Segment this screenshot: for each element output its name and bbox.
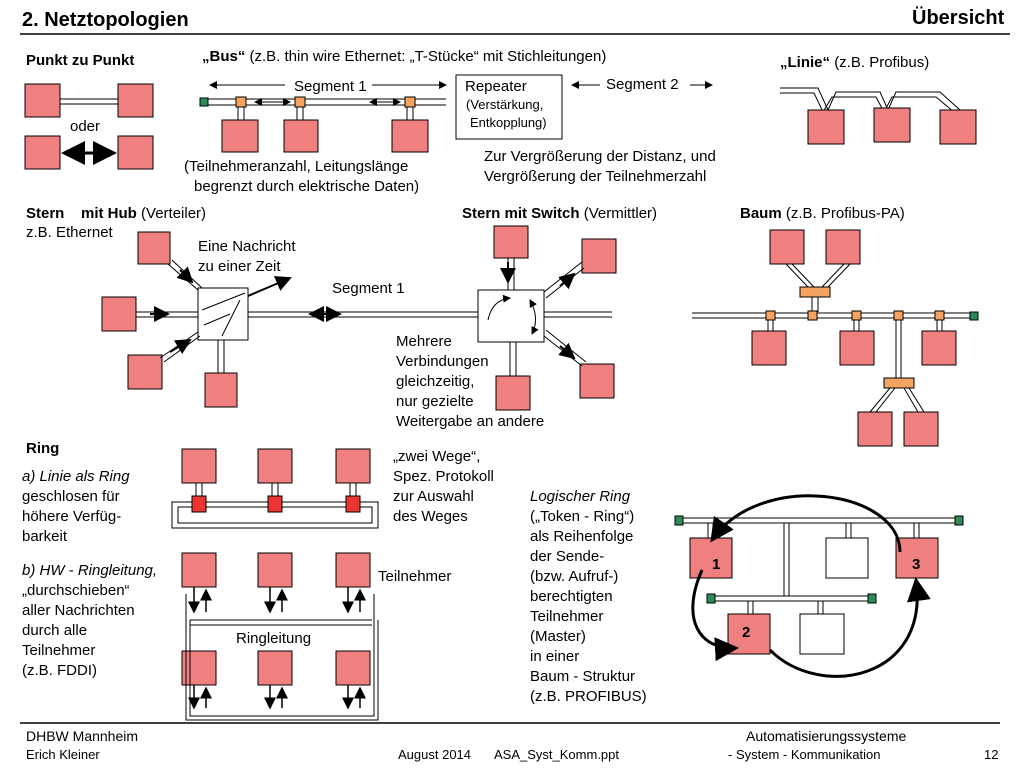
- page-title: 2. Netztopologien: [22, 9, 189, 31]
- footer-date: August 2014: [398, 747, 472, 762]
- bus-drops: [221, 96, 429, 153]
- footer-course1: Automatisierungssysteme: [746, 728, 907, 744]
- tree-diagram: [692, 229, 979, 447]
- bus-terminator: [199, 97, 209, 107]
- logring-line: (Master): [530, 628, 586, 645]
- p2p-node: [117, 135, 154, 170]
- hub-node: [101, 296, 137, 332]
- repeater-label: Repeater: [465, 78, 527, 95]
- bus-segment2: Segment 2: [606, 76, 679, 93]
- hub-box: [197, 287, 249, 341]
- bus-note1: (Teilnehmeranzahl, Leitungslänge: [184, 158, 409, 175]
- linie-title: „Linie“ (z.B. Profibus): [780, 54, 930, 71]
- bus-distance2: Vergrößerung der Teilnehmerzahl: [484, 168, 707, 185]
- teilnehmer-label: Teilnehmer: [378, 568, 452, 585]
- zwei-line: Spez. Protokoll: [393, 468, 494, 485]
- footer-file: ASA_Syst_Komm.ppt: [494, 747, 619, 762]
- stern-switch-title: Stern mit Switch (Vermittler): [462, 205, 658, 222]
- repeater-sub2: Entkopplung): [470, 115, 547, 130]
- repeater-sub1: (Verstärkung,: [466, 97, 544, 112]
- ring-a-title: a) Linie als Ring: [22, 468, 130, 485]
- bus-segment1: Segment 1: [294, 78, 367, 95]
- switch-line: Mehrere: [396, 333, 452, 350]
- logring-line: als Reihenfolge: [530, 528, 634, 545]
- stern-hub-example: z.B. Ethernet: [26, 224, 113, 241]
- repeater-box: [455, 74, 563, 140]
- zwei-line: zur Auswahl: [393, 488, 474, 505]
- hub-msg1: Eine Nachricht: [198, 238, 296, 255]
- logring-line: Baum - Struktur: [530, 668, 636, 685]
- hub-node: [127, 354, 163, 390]
- logring-line: (z.B. PROFIBUS): [530, 688, 647, 705]
- switch-node: [579, 363, 615, 399]
- ring-a-line: höhere Verfüg-: [22, 508, 122, 525]
- bus-distance1: Zur Vergrößerung der Distanz, und: [484, 148, 716, 165]
- ring-a-line: barkeit: [22, 528, 68, 545]
- ring-a-line: geschlosen für: [22, 488, 120, 505]
- p2p-node: [117, 83, 154, 118]
- token-ring: [674, 494, 964, 678]
- ring-a: [171, 448, 379, 529]
- ring-b-line: Teilnehmer: [22, 642, 96, 659]
- ring-b-title: b) HW - Ringleitung,: [22, 562, 158, 579]
- switch-node: [581, 238, 617, 274]
- footer-author: Erich Kleiner: [26, 747, 100, 762]
- hub-msg2: zu einer Zeit: [198, 258, 281, 275]
- hub-node: [204, 372, 238, 408]
- zwei-line: des Weges: [393, 508, 468, 525]
- logring-line: („Token - Ring“): [530, 508, 635, 525]
- ring-b-line: (z.B. FDDI): [22, 662, 97, 679]
- switch-line: Weitergabe an andere: [396, 413, 545, 430]
- linie-profibus: [780, 87, 977, 145]
- ringleitung-label: Ringleitung: [236, 630, 312, 647]
- ring-b-line: durch alle: [22, 622, 88, 639]
- logring-line: der Sende-: [530, 548, 605, 565]
- ring-title: Ring: [26, 440, 60, 457]
- footer-course2: - System - Kommunikation: [728, 747, 881, 762]
- p2p-node: [24, 135, 61, 170]
- overview-label: Übersicht: [912, 7, 1005, 29]
- switch-node: [495, 375, 531, 411]
- switch-node: [493, 225, 529, 259]
- logring-line: in einer: [530, 648, 580, 665]
- zwei-line: „zwei Wege“,: [393, 448, 481, 465]
- p2p-title: Punkt zu Punkt: [26, 52, 135, 69]
- bus-title: „Bus“ (z.B. thin wire Ethernet: „T-Stück…: [202, 48, 607, 65]
- logring-line: berechtigten: [530, 588, 613, 605]
- footer-page: 12: [984, 747, 999, 762]
- logring-line: Teilnehmer: [530, 608, 604, 625]
- ring-b-line: „durchschieben“: [22, 582, 130, 599]
- token-node-1: 1: [712, 556, 721, 573]
- baum-title: Baum (z.B. Profibus-PA): [740, 205, 905, 222]
- p2p-node: [24, 83, 61, 118]
- hub-node: [137, 231, 171, 265]
- switch-line: Verbindungen: [396, 353, 489, 370]
- switch-line: gleichzeitig,: [396, 373, 475, 390]
- hub-segment: Segment 1: [332, 280, 405, 297]
- logring-title: Logischer Ring: [530, 488, 631, 505]
- stern-hub-title: Stern mit Hub (Verteiler): [26, 205, 207, 222]
- token-node-2: 2: [742, 624, 751, 641]
- footer-org: DHBW Mannheim: [26, 728, 139, 744]
- token-node-3: 3: [912, 556, 921, 573]
- p2p-oder: oder: [70, 118, 101, 135]
- switch-box: [477, 289, 545, 343]
- ring-b-line: aller Nachrichten: [22, 602, 135, 619]
- bus-note2: begrenzt durch elektrische Daten): [194, 178, 420, 195]
- switch-line: nur gezielte: [396, 393, 474, 410]
- ring-b: [181, 552, 379, 721]
- logring-line: (bzw. Aufruf-): [530, 568, 619, 585]
